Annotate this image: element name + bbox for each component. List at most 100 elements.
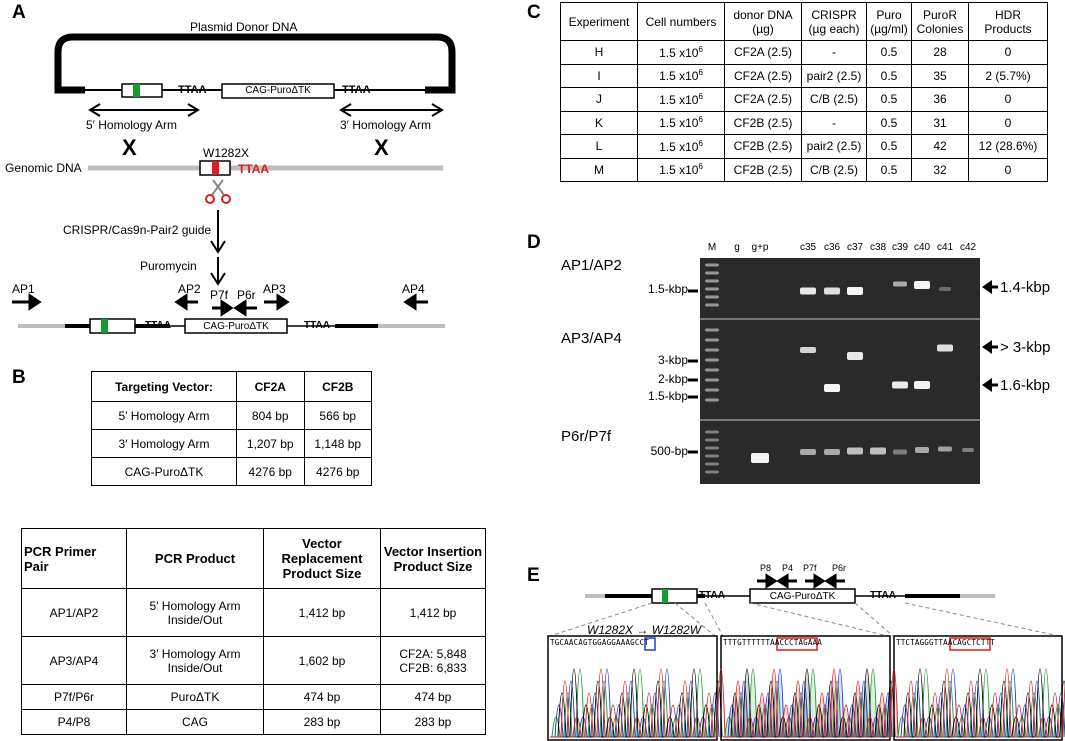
targeting-vector-table: Targeting Vector: CF2A CF2B 5′ Homology … (91, 371, 372, 486)
exp-cell: 2 (5.7%) (968, 63, 1048, 88)
homology-exon-box (121, 83, 163, 98)
primer-ap4: AP4 (402, 282, 425, 296)
gel-band (938, 446, 952, 452)
pcr-cell: CF2A: 5,848 CF2B: 6,833 (380, 636, 486, 686)
exp-cell: CF2B (2.5) (724, 134, 802, 159)
ladder-band (705, 287, 719, 291)
chromatogram-trace (896, 668, 1065, 738)
ladder-band (705, 358, 719, 362)
chromatogram-trace (896, 668, 1065, 738)
marker-label: 2-kbp (657, 372, 688, 386)
exp-cell: H (560, 40, 638, 65)
ladder-band (705, 328, 719, 332)
lane-label: c35 (799, 242, 817, 253)
exp-cell: 0.5 (866, 87, 912, 112)
exp-cell: CF2A (2.5) (724, 87, 802, 112)
exp-cell: 0 (968, 87, 1048, 112)
red-mutation (212, 161, 219, 175)
seq-3: TTCTAGGGTTAACAGCTCTTT (896, 638, 996, 647)
gel-band (914, 381, 930, 389)
primer-p6r-label: P6r (832, 563, 847, 573)
marker-label: 1.5-kbp (647, 389, 688, 403)
gel-band (824, 287, 840, 295)
seq-1: TGCAACAGTGGAGGAAAGCCT (550, 638, 650, 647)
ladder-band (705, 438, 719, 442)
exp-cell: 28 (911, 40, 969, 65)
primer-ap1: AP1 (12, 282, 35, 296)
exp-cell: pair2 (2.5) (801, 63, 867, 88)
primer-ap3: AP3 (263, 282, 286, 296)
exp-cell: C/B (2.5) (801, 87, 867, 112)
arm5-label: 5′ Homology Arm (86, 118, 177, 132)
pcr-cell: CAG (126, 709, 264, 735)
exp-cell: 0.5 (866, 157, 912, 182)
exp-header-4: Puro (µg/ml) (866, 2, 912, 41)
ttaa-left: TTAA (178, 84, 207, 96)
exp-cell: 31 (911, 110, 969, 135)
gel-band (915, 447, 929, 453)
exp-cell: 1.5 x106 (637, 40, 725, 65)
pcr-cell: 1,412 bp (263, 587, 381, 638)
pcr-header-2: Vector Replacement Product Size (263, 528, 381, 589)
cassette-box (221, 83, 335, 99)
pcr-cell: 283 bp (380, 709, 486, 735)
exp-cell: 0.5 (866, 40, 912, 65)
exp-cell: M (560, 157, 638, 182)
exp-cell: pair2 (2.5) (801, 134, 867, 159)
exp-header-5: PuroR Colonies (911, 2, 969, 41)
gel-band (937, 344, 953, 352)
cassette-e-label: CAG-PuroΔTK (769, 591, 836, 602)
marker-label: 3-kbp (657, 353, 688, 367)
exp-cell: CF2B (2.5) (724, 110, 802, 135)
exp-cell: 1.5 x106 (637, 87, 725, 112)
pcr-cell: AP1/AP2 (21, 587, 127, 638)
exp-cell: 12 (28.6%) (968, 134, 1048, 159)
pcr-cell: 1,412 bp (380, 587, 486, 638)
ladder-band (705, 263, 719, 267)
ttaa-genomic: TTAA (238, 162, 270, 176)
tv-cell: 804 bp (236, 401, 305, 430)
tv-header-0: Targeting Vector: (91, 371, 237, 402)
scissors-icon (205, 179, 231, 204)
panel-label-a: A (12, 2, 26, 23)
panel-a-diagram (12, 33, 456, 334)
puromycin-label: Puromycin (140, 259, 197, 273)
pcr-header-0: PCR Primer Pair (21, 528, 127, 589)
lane-label: c40 (913, 242, 931, 253)
tv-cell: 566 bp (303, 401, 372, 430)
chromatogram-trace (550, 668, 720, 738)
exp-header-0: Experiment (560, 2, 638, 41)
size-label-1-6kbp: 1.6-kbp (1000, 377, 1051, 394)
exp-cell: 0.5 (866, 110, 912, 135)
panel-label-e: E (527, 565, 540, 586)
gel-band (800, 287, 816, 295)
tv-cell: CAG-PuroΔTK (91, 457, 237, 486)
seq-2: TTTGTTTTTTAACCCTAGAAA (723, 638, 823, 647)
chromatogram-trace (723, 668, 899, 738)
exp-cell: CF2B (2.5) (724, 157, 802, 182)
band-arrow (982, 280, 992, 294)
exp-cell: 36 (911, 87, 969, 112)
tv-cell: 3′ Homology Arm (91, 429, 237, 458)
lane-label: g (734, 242, 740, 253)
exp-header-6: HDR Products (968, 2, 1048, 41)
ladder-band (705, 271, 719, 275)
gel-band (892, 381, 908, 389)
crossover-x-right: X (374, 135, 389, 160)
ladder-band (705, 348, 719, 352)
ttaa-box-2 (776, 637, 818, 651)
genomic-label: Genomic DNA (5, 161, 82, 175)
exp-cell: CF2A (2.5) (724, 63, 802, 88)
exp-cell: 35 (911, 63, 969, 88)
pcr-cell: P4/P8 (21, 709, 127, 735)
tv-header-1: CF2A (236, 371, 305, 402)
primer-p6r: P6r (237, 288, 256, 302)
exp-cell: 0 (968, 110, 1048, 135)
arm3-label: 3′ Homology Arm (340, 118, 431, 132)
lane-label: c42 (959, 242, 977, 253)
gel-image (700, 258, 980, 484)
pcr-cell: 3′ Homology Arm Inside/Out (126, 636, 264, 686)
mutation-label: W1282X (203, 146, 250, 160)
tv-cell: 4276 bp (303, 457, 372, 486)
pcr-cell: 283 bp (263, 709, 381, 735)
